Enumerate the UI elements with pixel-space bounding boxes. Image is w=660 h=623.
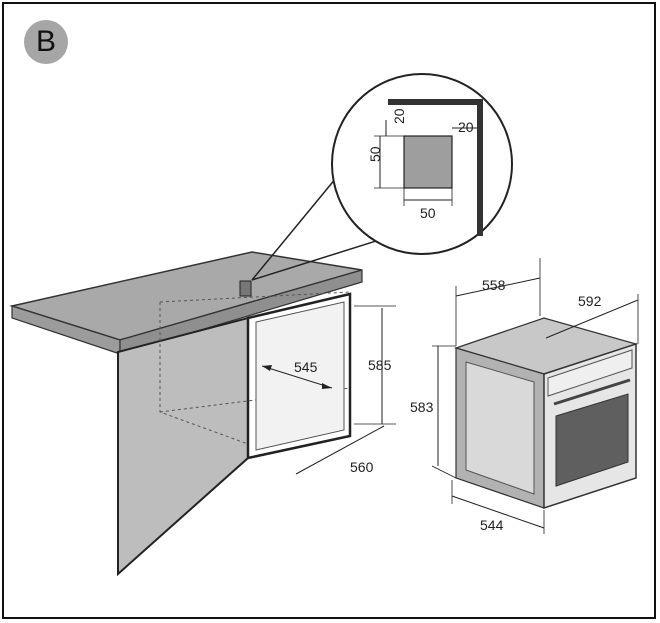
- oven-dimensions: 558 592 583 544: [410, 258, 639, 534]
- opening-depth-label: 545: [294, 359, 318, 375]
- detail-height-label: 50: [367, 146, 383, 162]
- opening-height-label: 585: [368, 357, 392, 373]
- detail-callout: 20 20 50 50: [251, 73, 513, 281]
- oven-width-label: 592: [578, 293, 602, 309]
- cabinet-dimensions: 545 585 560: [261, 305, 396, 475]
- detail-top-offset-label: 20: [391, 108, 407, 124]
- oven: [454, 317, 639, 510]
- detail-width-label: 50: [420, 205, 436, 221]
- cabinet: [117, 280, 352, 577]
- oven-depth-label: 558: [482, 277, 506, 293]
- figure-badge-label: B: [35, 25, 56, 58]
- detail-right-offset-label: 20: [458, 119, 474, 135]
- oven-body-depth-label: 544: [480, 517, 504, 533]
- oven-height-label: 583: [410, 399, 434, 415]
- opening-width-label: 560: [350, 459, 374, 475]
- figure-badge: B: [24, 20, 68, 64]
